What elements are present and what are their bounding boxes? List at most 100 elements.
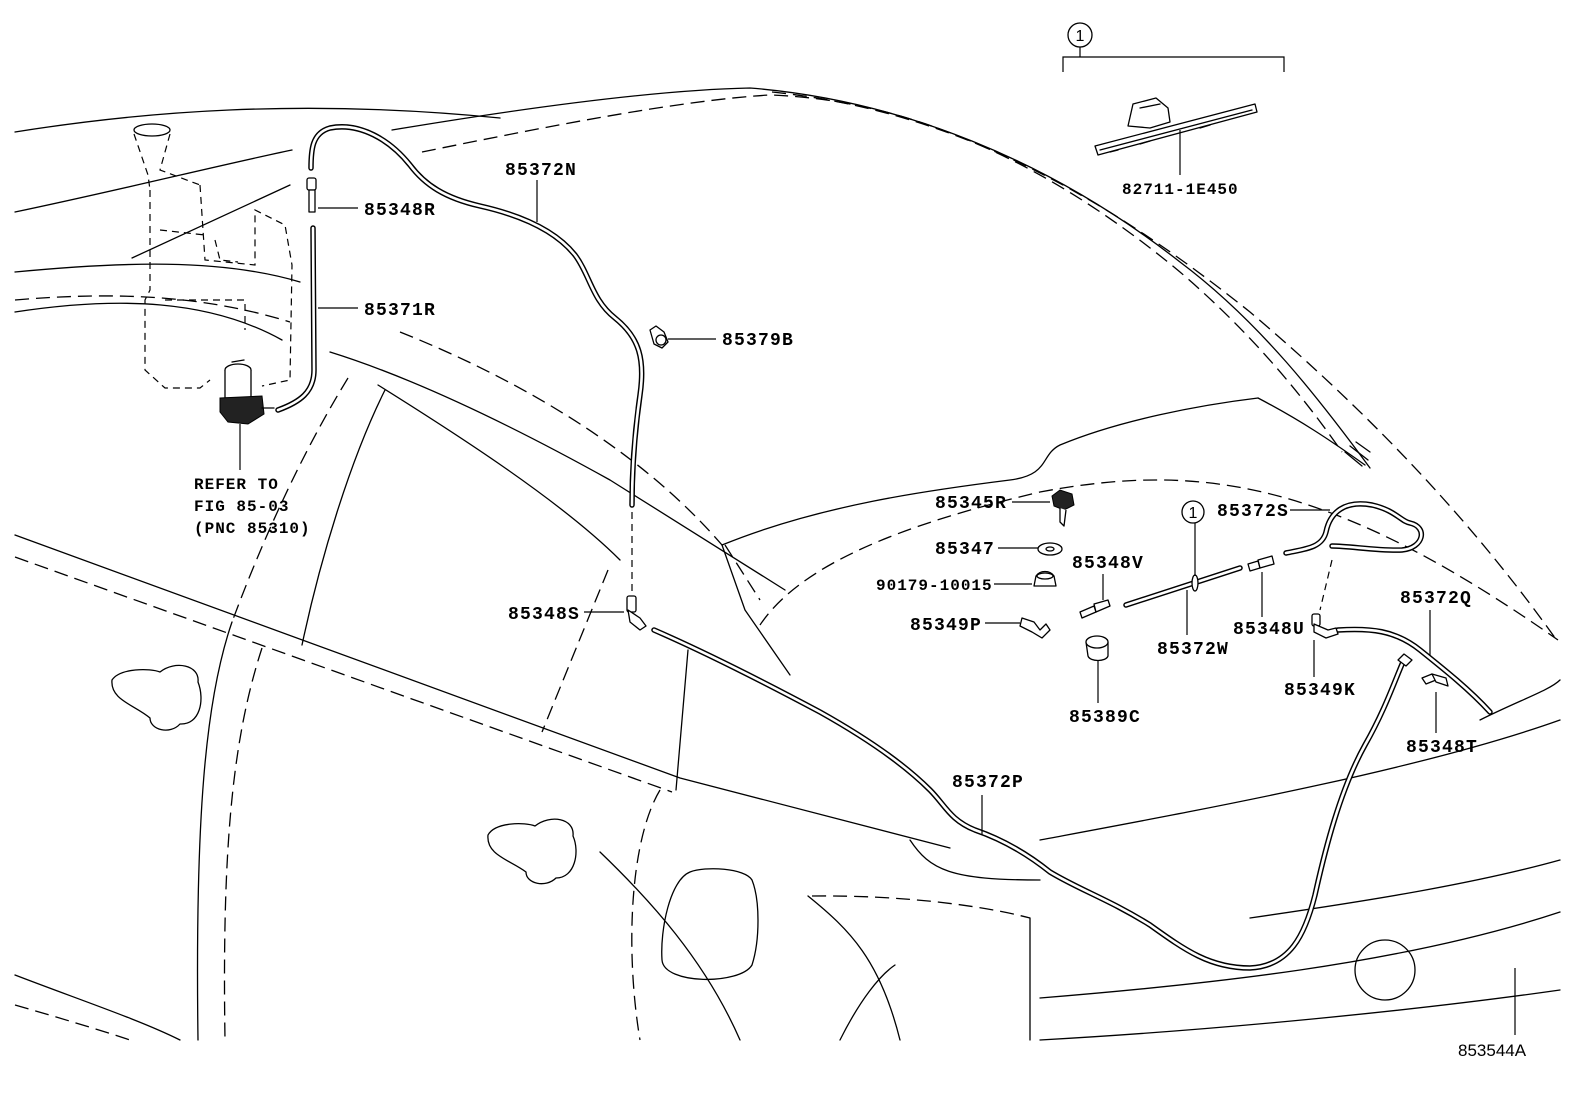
body-outline xyxy=(14,87,1561,1041)
b-pillar xyxy=(301,389,386,646)
label-hose-q: 85372Q xyxy=(1400,589,1472,609)
b-pillar-hidden xyxy=(231,377,349,623)
callout-labels: 82711-1E450 85372N 85348R 85371R 85379B … xyxy=(364,161,1478,793)
elbow-85349K xyxy=(1311,613,1339,639)
a-pillar-hidden xyxy=(399,331,723,546)
connector-85348T xyxy=(1421,673,1449,687)
fender-rear-hidden xyxy=(631,789,661,1041)
wheel-arch-left xyxy=(839,964,896,1041)
hose-85372N xyxy=(311,127,642,592)
label-hose-upper: 85372N xyxy=(505,161,577,181)
hose-85371R xyxy=(278,228,314,410)
label-hose-pump: 85371R xyxy=(364,301,436,321)
door-handle-rear xyxy=(487,818,577,885)
door-handle-front xyxy=(111,664,202,731)
label-elbow-k: 85349K xyxy=(1284,681,1356,701)
label-washer: 85347 xyxy=(935,540,995,560)
hose-85372S-continuation xyxy=(1319,559,1333,611)
bumper-lower xyxy=(1039,989,1561,1041)
label-hose-w: 85372W xyxy=(1157,640,1229,660)
fender-flare-hidden xyxy=(811,895,1031,919)
windshield-outer-hidden xyxy=(771,91,1559,643)
fuel-door xyxy=(661,868,759,981)
bushing-85389C xyxy=(1085,635,1109,662)
group-marker-top-text: 1 xyxy=(1076,28,1085,45)
hose-85372S xyxy=(1286,504,1421,611)
connector-85348V xyxy=(1079,599,1111,619)
reservoir-cap xyxy=(133,123,171,137)
nozzle-85345R xyxy=(1051,489,1075,527)
label-nozzle: 85345R xyxy=(935,494,1007,514)
label-grommet: 85379B xyxy=(722,331,794,351)
label-connector-v: 85348V xyxy=(1072,554,1144,574)
leader-lines xyxy=(239,130,1516,1035)
windshield-base-hidden xyxy=(759,479,1559,641)
elbow-85349P xyxy=(1019,617,1051,639)
belt-line-hidden xyxy=(14,556,673,793)
rocker-line xyxy=(14,974,181,1041)
label-elbow-left: 85349P xyxy=(910,616,982,636)
group-marker-mid-text: 1 xyxy=(1189,505,1198,522)
label-connector-upper: 85348R xyxy=(364,201,436,221)
bumper-top xyxy=(1039,911,1561,999)
connector-85348U xyxy=(1247,555,1275,572)
connector-85348R xyxy=(306,177,317,213)
label-hose-s: 85372S xyxy=(1217,502,1289,522)
grille-top xyxy=(1249,859,1561,919)
a-pillar-outer xyxy=(329,351,786,591)
hood-front-edge xyxy=(1039,719,1561,841)
hood-right-edge xyxy=(1257,397,1366,466)
reservoir-body xyxy=(144,184,293,389)
grommet-85379B xyxy=(649,325,669,349)
label-hose-p: 85372P xyxy=(952,773,1024,793)
label-wiper-blade: 82711-1E450 xyxy=(1122,181,1239,199)
label-nut: 90179-10015 xyxy=(876,577,993,595)
nut-90179-10015 xyxy=(1033,570,1057,587)
hood-line xyxy=(14,263,301,283)
fog-lamp xyxy=(1354,939,1416,1001)
rocker-line-hidden xyxy=(14,1004,131,1041)
cowl-line xyxy=(131,184,291,259)
pillar-mid-hidden xyxy=(541,569,609,733)
reference-note-line2: FIG 85-03 xyxy=(194,498,289,516)
windshield-corner-hatch xyxy=(1344,441,1371,467)
fender-line-1 xyxy=(14,149,293,213)
washer-85347 xyxy=(1037,542,1063,556)
roof-edge-hidden xyxy=(421,94,1343,453)
label-connector-t: 85348T xyxy=(1406,738,1478,758)
label-connector-u: 85348U xyxy=(1233,620,1305,640)
hood-right-corner xyxy=(1479,679,1561,721)
wiper-blade xyxy=(1094,97,1258,156)
cowl-front xyxy=(721,544,791,676)
reference-note: REFER TO FIG 85-03 (PNC 85310) xyxy=(194,476,311,538)
elbow-85348S xyxy=(626,595,647,631)
hood-panel-line xyxy=(909,839,1041,881)
hood-line-hidden xyxy=(14,295,291,323)
fender-curve xyxy=(599,851,741,1041)
reference-note-line1: REFER TO xyxy=(194,476,279,494)
fender-flare xyxy=(807,895,901,1041)
reference-note-line3: (PNC 85310) xyxy=(194,520,311,538)
label-elbow-s: 85348S xyxy=(508,605,580,625)
hose-85372Q xyxy=(1338,629,1490,712)
hose-end-fitting xyxy=(1397,653,1413,667)
washer-reservoir xyxy=(133,123,293,389)
hood-rear-edge xyxy=(721,397,1259,546)
hose-clamp xyxy=(1191,574,1199,592)
hood-line-2 xyxy=(14,302,283,341)
roof-line-left xyxy=(14,107,501,133)
cowl-hidden xyxy=(724,544,761,601)
group-marker-mid: 1 xyxy=(1181,500,1205,576)
door-front-edge xyxy=(196,621,233,1041)
reservoir-neck xyxy=(133,133,201,191)
washer-pump xyxy=(219,359,275,425)
a-pillar-inner xyxy=(377,384,621,561)
figure-number: 853544A xyxy=(1458,1041,1527,1060)
roof-edge xyxy=(391,87,1371,469)
group-marker-top: 1 xyxy=(1062,22,1285,72)
label-bushing: 85389C xyxy=(1069,708,1141,728)
belt-line xyxy=(14,534,951,849)
door-front-hidden xyxy=(223,647,263,1041)
pillar-mid xyxy=(675,649,689,791)
